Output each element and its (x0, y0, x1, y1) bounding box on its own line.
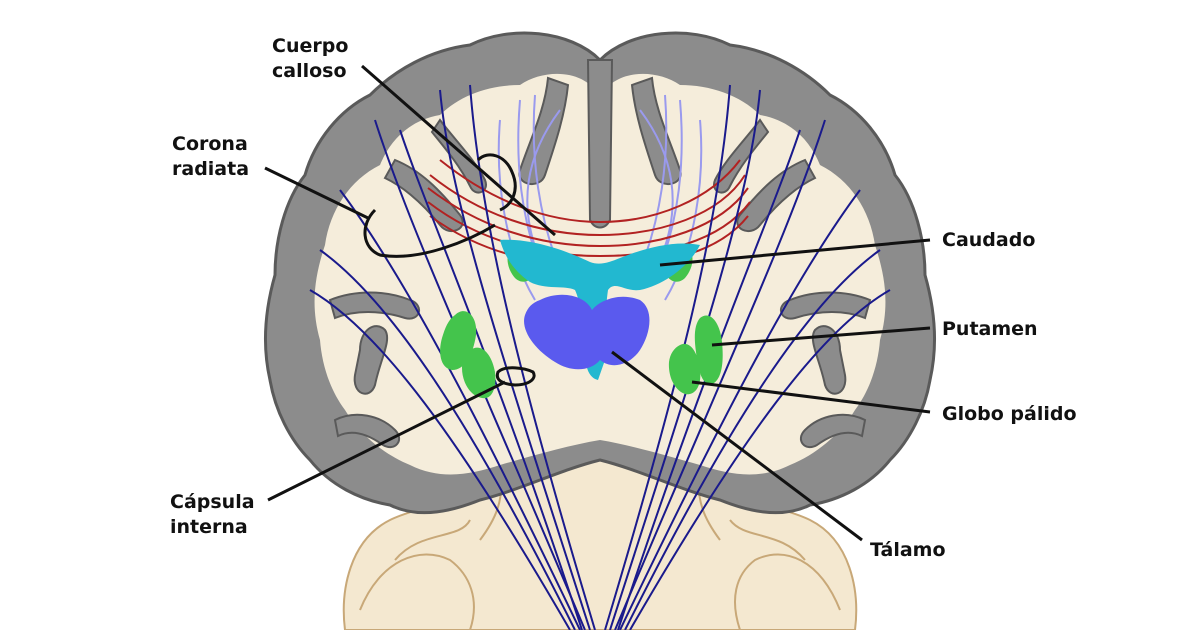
label-corona-radiata-line2: radiata (172, 158, 250, 180)
leader-talamo (611, 350, 863, 542)
leader-cuerpo-calloso (361, 64, 556, 237)
marker-corona-radiata (363, 208, 496, 258)
label-putamen: Putamen (942, 318, 1038, 340)
label-cuerpo-calloso-line1: Cuerpo (272, 35, 349, 57)
corpus-callosum-fibers (427, 159, 751, 268)
circle-markers (363, 153, 536, 387)
label-globo-palido: Globo pálido (942, 403, 1077, 425)
putamen-right (694, 315, 723, 385)
label-capsula-interna: Cápsula interna (170, 490, 255, 540)
projection-fibers (309, 84, 891, 631)
marker-cuerpo-calloso (476, 153, 517, 212)
label-caudado: Caudado (942, 229, 1036, 251)
thalamus (524, 294, 650, 370)
leader-capsula-interna (267, 380, 506, 502)
globo-palido-left (462, 347, 496, 399)
label-capsula-interna-line2: interna (170, 516, 248, 538)
label-cuerpo-calloso: Cuerpo calloso (272, 34, 348, 84)
label-corona-radiata: Corona radiata (172, 132, 249, 182)
leader-putamen (711, 326, 931, 347)
label-capsula-interna-line1: Cápsula (170, 491, 255, 513)
leader-corona-radiata (264, 166, 369, 220)
marker-capsula-interna (495, 366, 536, 387)
leader-globo-palido (691, 380, 931, 414)
label-talamo: Tálamo (870, 539, 946, 561)
leader-caudado (659, 238, 931, 267)
label-cuerpo-calloso-line2: calloso (272, 60, 347, 82)
label-corona-radiata-line1: Corona (172, 133, 248, 155)
leader-lines (264, 64, 931, 542)
cerebellum-folds (359, 469, 841, 631)
